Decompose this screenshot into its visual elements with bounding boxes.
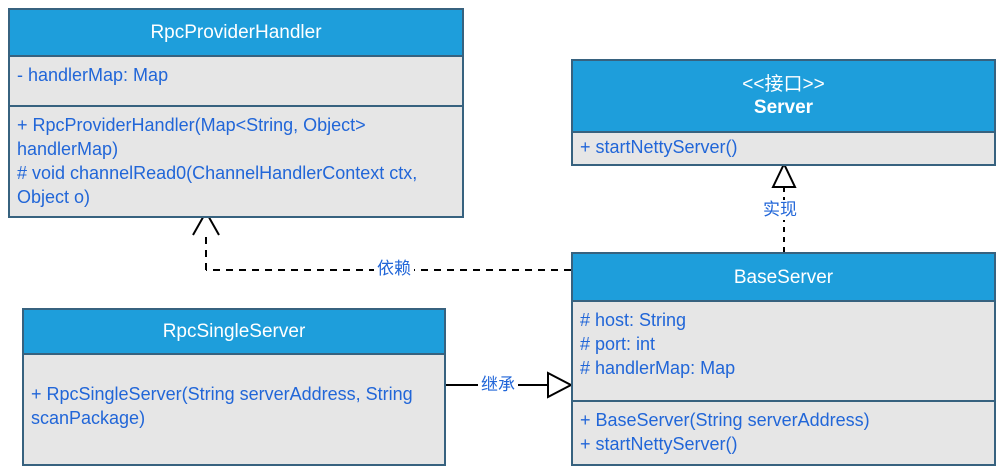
methods-compartment-rpc-single-server: + RpcSingleServer(String serverAddress, … [24,355,444,464]
method-item: + RpcProviderHandler(Map<String, Object>… [17,115,366,159]
class-box-server[interactable]: <<接口>> Server + startNettyServer() [571,59,996,166]
class-header-base-server: BaseServer [573,254,994,302]
class-title-server: Server [753,97,814,118]
class-header-rpc-single-server: RpcSingleServer [24,310,444,355]
class-title-base-server: BaseServer [733,266,834,288]
method-item: + startNettyServer() [580,137,738,157]
dependency-label: 依赖 [374,259,414,279]
realization-arrowhead [771,161,797,188]
attribute-item: # handlerMap: Map [580,358,736,378]
attribute-item: # port: int [580,334,656,354]
method-item: + startNettyServer() [580,434,738,454]
generalization-label: 继承 [478,375,518,395]
class-box-rpc-single-server[interactable]: RpcSingleServer + RpcSingleServer(String… [22,308,446,466]
class-header-server: <<接口>> Server [573,61,994,133]
methods-compartment-rpc-provider-handler: + RpcProviderHandler(Map<String, Object>… [10,105,462,216]
class-header-rpc-provider-handler: RpcProviderHandler [10,10,462,57]
method-item: # void channelRead0(ChannelHandlerContex… [17,163,418,207]
attributes-compartment-base-server: # host: String # port: int # handlerMap:… [573,302,994,400]
class-box-base-server[interactable]: BaseServer # host: String # port: int # … [571,252,996,466]
generalization-arrowhead [547,371,574,399]
attributes-compartment-rpc-provider-handler: - handlerMap: Map [10,57,462,105]
attribute-item: - handlerMap: Map [17,65,169,85]
realization-label: 实现 [760,200,800,220]
class-title-rpc-single-server: RpcSingleServer [162,321,306,342]
attribute-item: # host: String [580,310,687,330]
methods-compartment-server: + startNettyServer() [573,133,994,164]
methods-compartment-base-server: + BaseServer(String serverAddress) + sta… [573,400,994,464]
method-item: + RpcSingleServer(String serverAddress, … [31,384,413,428]
class-title-rpc-provider-handler: RpcProviderHandler [150,22,322,43]
class-stereotype-server: <<接口>> [742,74,825,95]
class-box-rpc-provider-handler[interactable]: RpcProviderHandler - handlerMap: Map + R… [8,8,464,218]
method-item: + BaseServer(String serverAddress) [580,410,870,430]
